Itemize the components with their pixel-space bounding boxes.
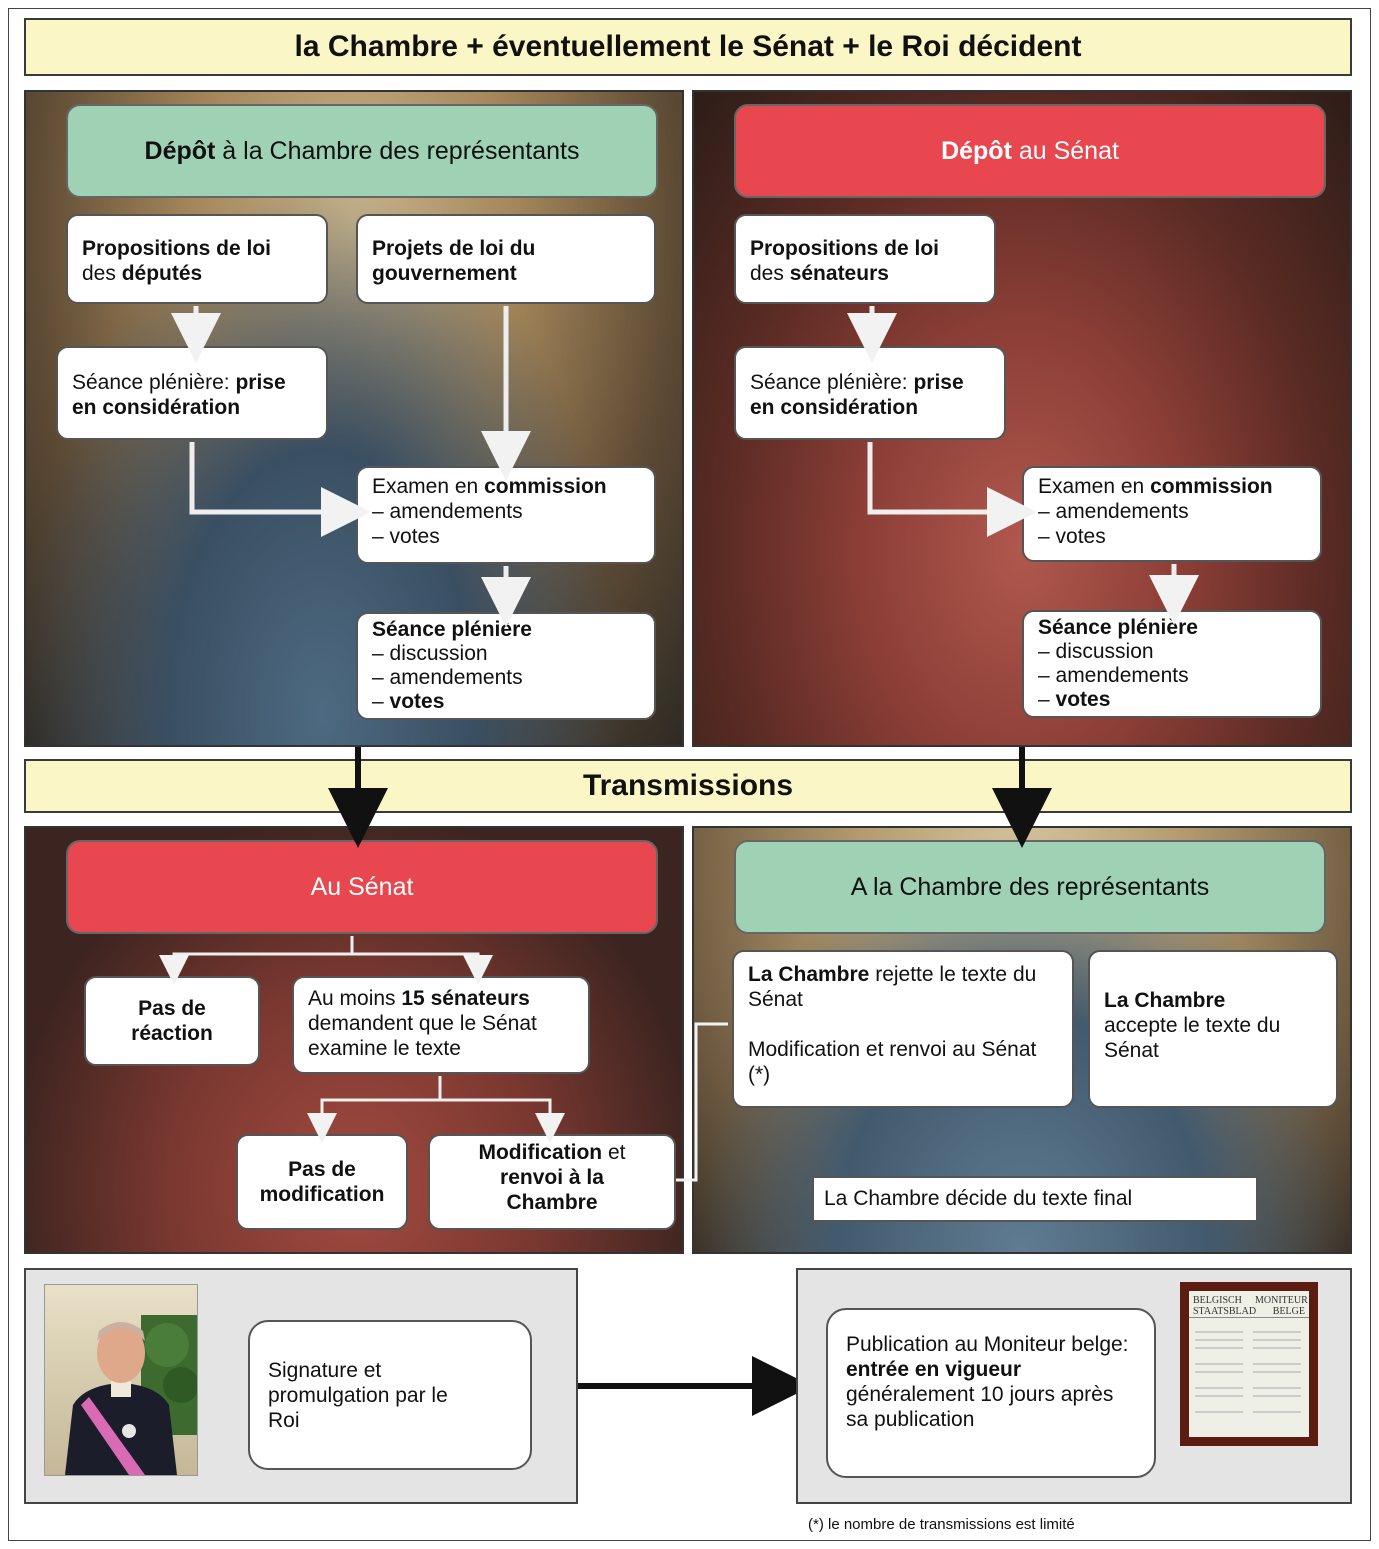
chambre-header: Dépôt à la Chambre des représentants <box>66 104 658 198</box>
au-moins-rest: demandent que le Sénat examine le texte <box>308 1012 537 1060</box>
chambre-header-rest: à la Chambre des représentants <box>215 136 580 165</box>
a-la-chambre-header-text: A la Chambre des représentants <box>850 872 1210 901</box>
chambre-propositions-title: Propositions de loi <box>82 237 272 260</box>
senat-pleniere-bold: prise en considération <box>750 371 964 419</box>
chambre-pleniere-box: Séance plénière: prise en considération <box>56 346 328 440</box>
chambre-examen-line2: – votes <box>372 525 440 548</box>
chambre-accepte-box: La Chambre accepte le texte du Sénat <box>1088 950 1338 1108</box>
paper-right-title: MONITEUR BELGE <box>1255 1295 1308 1317</box>
chambre-projets-text: Projets de loi du gouvernement <box>372 237 536 285</box>
modification-et: et <box>602 1141 626 1164</box>
senat-panel: Dépôt au Sénat Propositions de loi des s… <box>692 90 1352 747</box>
chambre-accepte-bold: La Chambre <box>1104 989 1226 1012</box>
pas-modification-text: Pas de modification <box>259 1158 385 1206</box>
chambre-seance-box: Séance plénière – discussion – amendemen… <box>356 612 656 720</box>
senat-seance-box: Séance plénière – discussion – amendemen… <box>1022 610 1322 718</box>
senat-seance-line1: – discussion <box>1038 640 1154 663</box>
senat-propositions-box: Propositions de loi des sénateurs <box>734 214 996 304</box>
chambre-rejette-rest: rejette le texte du Sénat <box>748 963 1037 1011</box>
senat-header: Dépôt au Sénat <box>734 104 1326 198</box>
chambre-seance-line3-dash: – <box>372 690 390 713</box>
chambre-rejette-box: La Chambre rejette le texte du Sénat Mod… <box>732 950 1074 1108</box>
chambre-seance-line3-bold: votes <box>389 690 445 713</box>
chambre-header-bold: Dépôt <box>144 136 216 165</box>
chambre-arrows <box>171 306 531 627</box>
footnote: (*) le nombre de transmissions est limit… <box>808 1516 1075 1533</box>
senat-propositions-des: des <box>750 262 790 285</box>
roi-signature-box: Signature et promulgation par le Roi <box>248 1320 532 1470</box>
senat-seance-line2: – amendements <box>1038 664 1189 687</box>
chambre-accepte-rest: accepte le texte du Sénat <box>1104 1014 1281 1062</box>
roi-box: Signature et promulgation par le Roi <box>24 1268 578 1504</box>
senat-header-bold: Dépôt <box>941 136 1012 165</box>
chambre-seance-line1: – discussion <box>372 642 488 665</box>
pas-reaction-box: Pas de réaction <box>84 976 260 1066</box>
arrow-au-moins-to-modif <box>440 1098 565 1143</box>
chambre-examen-box: Examen en commission – amendements – vot… <box>356 466 656 564</box>
senat-examen-box: Examen en commission – amendements – vot… <box>1022 466 1322 562</box>
pas-reaction-text: Pas de réaction <box>131 997 213 1045</box>
au-moins-prefix: Au moins <box>308 987 402 1010</box>
title-banner: la Chambre + éventuellement le Sénat + l… <box>24 18 1352 76</box>
paper-left-title: BELGISCH STAATSBLAD <box>1193 1295 1257 1317</box>
chambre-examen-prefix: Examen en <box>372 475 485 498</box>
diagram-frame <box>8 8 1371 1541</box>
modification-renvoi-box: Modification et renvoi à la Chambre <box>428 1134 676 1230</box>
au-senat-header: Au Sénat <box>66 840 658 934</box>
chambre-seance-line2: – amendements <box>372 666 523 689</box>
senat-examen-line2: – votes <box>1038 525 1106 548</box>
pas-modification-box: Pas de modification <box>236 1134 408 1230</box>
king-portrait <box>44 1284 198 1476</box>
au-moins-bold: 15 sénateurs <box>401 987 530 1010</box>
chambre-decide-box: La Chambre décide du texte final <box>812 1176 1258 1222</box>
chambre-decide-text: La Chambre décide du texte final <box>824 1187 1133 1210</box>
arrow-senat-pleniere-to-examen <box>867 442 1037 537</box>
chambre-propositions-who: députés <box>121 262 203 285</box>
chambre-pleniere-prefix: Séance plénière: <box>72 371 236 394</box>
a-la-chambre-header: A la Chambre des représentants <box>734 840 1326 934</box>
modification-bold: Modification <box>478 1141 603 1164</box>
senat-examen-prefix: Examen en <box>1038 475 1151 498</box>
chambre-pleniere-bold: prise en considération <box>72 371 286 419</box>
au-senat-panel: Au Sénat Pas de réaction Au moins 15 sén… <box>24 826 684 1254</box>
chambre-rejette-bold: La Chambre <box>748 963 870 986</box>
chambre-rejette-line2: Modification et renvoi au Sénat (*) <box>748 1038 1037 1086</box>
arrow-header-to-pas-reaction <box>159 936 354 985</box>
au-senat-arrows <box>159 936 565 1143</box>
renvoi-bold: renvoi à la Chambre <box>500 1166 604 1214</box>
au-moins-box: Au moins 15 sénateurs demandent que le S… <box>292 976 590 1074</box>
arrow-header-to-au-moins <box>352 952 493 985</box>
chambre-propositions-box: Propositions de loi des députés <box>66 214 328 304</box>
page-title: la Chambre + éventuellement le Sénat + l… <box>294 30 1082 63</box>
senat-seance-line3-dash: – <box>1038 688 1056 711</box>
senat-examen-bold: commission <box>1150 475 1273 498</box>
publication-rest: généralement 10 jours après sa publicati… <box>846 1383 1114 1431</box>
roi-signature-text: Signature et promulgation par le Roi <box>268 1359 448 1432</box>
paper-text-lines <box>1195 1331 1301 1413</box>
chambre-examen-line1: – amendements <box>372 500 523 523</box>
publication-bold: entrée en vigueur <box>846 1358 1022 1381</box>
senat-examen-line1: – amendements <box>1038 500 1189 523</box>
arrow-pleniere-to-examen <box>189 442 371 537</box>
au-senat-header-text: Au Sénat <box>310 872 414 901</box>
publication-box: Publication au Moniteur belge: entrée en… <box>796 1268 1352 1504</box>
senat-header-rest: au Sénat <box>1011 136 1119 165</box>
chambre-projets-box: Projets de loi du gouvernement <box>356 214 656 304</box>
senat-seance-line3-bold: votes <box>1055 688 1111 711</box>
a-la-chambre-panel: A la Chambre des représentants La Chambr… <box>692 826 1352 1254</box>
chambre-panel: Dépôt à la Chambre des représentants Pro… <box>24 90 684 747</box>
publication-text-box: Publication au Moniteur belge: entrée en… <box>826 1308 1156 1478</box>
moniteur-page: BELGISCH STAATSBLAD MONITEUR BELGE <box>1189 1291 1309 1437</box>
senat-pleniere-prefix: Séance plénière: <box>750 371 914 394</box>
arrow-au-moins-to-pas-modif <box>307 1076 442 1143</box>
senat-arrows <box>847 306 1199 625</box>
chambre-propositions-des: des <box>82 262 122 285</box>
publication-prefix: Publication au Moniteur belge: <box>846 1333 1129 1356</box>
transmissions-banner: Transmissions <box>24 759 1352 813</box>
senat-propositions-title: Propositions de loi <box>750 237 940 260</box>
moniteur-belge-document: BELGISCH STAATSBLAD MONITEUR BELGE <box>1180 1282 1318 1446</box>
transmissions-label: Transmissions <box>582 769 794 802</box>
senat-propositions-who: sénateurs <box>789 262 889 285</box>
